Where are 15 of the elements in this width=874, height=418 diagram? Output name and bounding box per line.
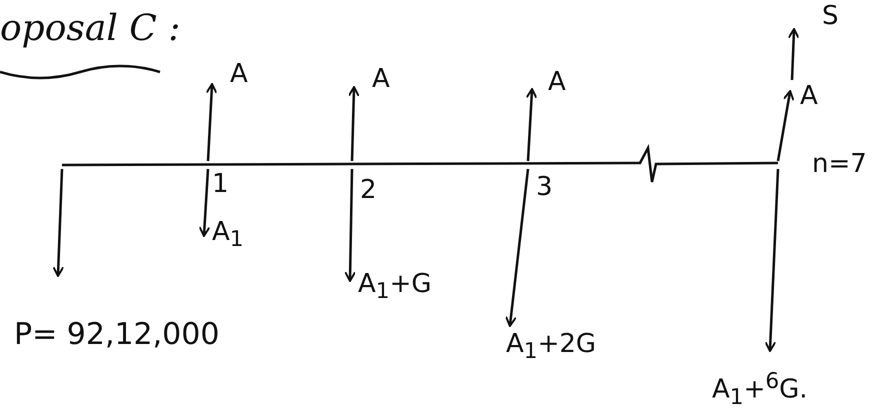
amount-label: A$_{1}$+2G: [506, 330, 596, 364]
amount-label: A$_{1}$+$^{6}$G.: [712, 370, 808, 410]
period-number: 3: [536, 173, 553, 202]
period-number: 2: [360, 176, 377, 205]
amount-label: A$_{1}$+G: [358, 270, 432, 304]
amount-label: A$_{1}$: [212, 218, 244, 252]
amount-label: A: [548, 68, 566, 97]
amount-label: A: [230, 60, 248, 89]
period-number: 1: [212, 170, 229, 199]
amount-label: A: [372, 65, 390, 94]
period-count: n=7: [812, 150, 867, 179]
title: oposal C :: [0, 8, 180, 49]
amount-label: A: [800, 82, 818, 111]
amount-label: S: [822, 2, 839, 31]
amount-label: P= 92,12,000: [14, 318, 220, 351]
